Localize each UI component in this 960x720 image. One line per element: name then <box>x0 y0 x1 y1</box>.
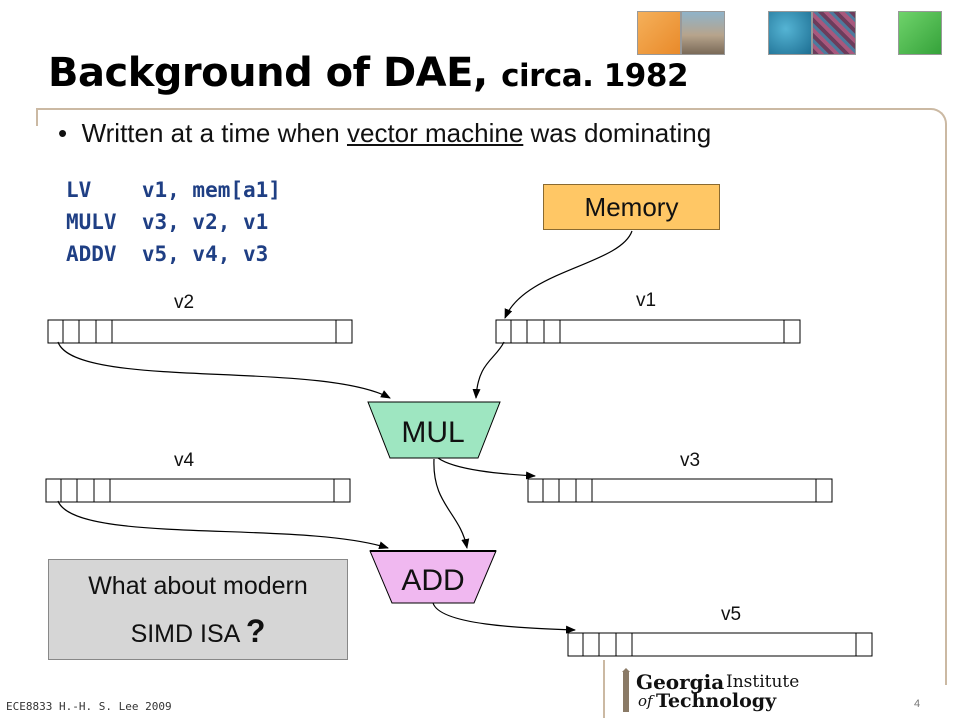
circuit-photo-square <box>812 11 856 55</box>
bullet-point: • Written at a time when vector machine … <box>58 118 712 148</box>
callout-line2: SIMD ISA <box>130 620 246 648</box>
bullet-suffix: was dominating <box>523 118 712 148</box>
code-line-lv: LV v1, mem[a1] <box>66 178 281 202</box>
add-unit: ADD <box>369 550 497 604</box>
vector-label-v3: v3 <box>680 450 701 471</box>
callout-line1: What about modern <box>88 572 308 600</box>
vector-label-v1: v1 <box>636 290 657 311</box>
add-label: ADD <box>401 564 464 597</box>
mul-unit: MUL <box>367 401 501 459</box>
callout-line2-wrap: SIMD ISA ? <box>49 606 347 657</box>
tower-icon <box>622 668 630 712</box>
orange-photo-square <box>637 11 681 55</box>
arrow-add-to-v5 <box>432 602 576 634</box>
vector-label-v2: v2 <box>174 292 195 313</box>
logo-of: of <box>638 692 653 710</box>
arrow-v4-to-add <box>57 500 389 550</box>
green-square <box>898 11 942 55</box>
teal-photo-square <box>768 11 812 55</box>
code-line-mulv: MULV v3, v2, v1 <box>66 210 269 234</box>
content-frame <box>36 108 947 685</box>
frame-edge <box>36 108 38 126</box>
vector-label-v4: v4 <box>174 450 195 471</box>
arrow-v1-to-mul <box>472 341 505 399</box>
register-v5 <box>567 632 873 657</box>
logo-divider <box>603 660 605 718</box>
register-v1 <box>495 319 801 344</box>
footer-text: ECE8833 H.-H. S. Lee 2009 <box>6 700 172 713</box>
page-title: Background of DAE, circa. 1982 <box>48 50 689 96</box>
register-v4 <box>45 478 351 503</box>
logo-georgia: Georgia <box>636 670 725 694</box>
bullet-underlined: vector machine <box>346 118 524 148</box>
simd-question-callout: What about modern SIMD ISA ? <box>48 559 348 660</box>
arrow-mul-to-v3 <box>437 457 536 480</box>
page-number: 4 <box>914 698 921 710</box>
logo-institute: Institute <box>726 672 800 692</box>
register-v2 <box>47 319 353 344</box>
title-suffix: circa. 1982 <box>501 58 689 94</box>
code-line-addv: ADDV v5, v4, v3 <box>66 242 269 266</box>
memory-box: Memory <box>543 184 720 230</box>
bullet-prefix: Written at a time when <box>81 118 347 148</box>
vector-label-v5: v5 <box>721 604 742 625</box>
logo-technology: Technology <box>656 690 777 712</box>
arrow-v2-to-mul <box>57 341 391 399</box>
arrow-mul-to-add <box>433 458 470 549</box>
arrow-memory-to-v1 <box>504 230 633 319</box>
mul-label: MUL <box>401 416 464 449</box>
campus-photo-square <box>681 11 725 55</box>
register-v3 <box>527 478 833 503</box>
callout-question-mark: ? <box>245 613 266 649</box>
georgia-tech-logo: Georgia Institute of Technology <box>618 668 828 714</box>
